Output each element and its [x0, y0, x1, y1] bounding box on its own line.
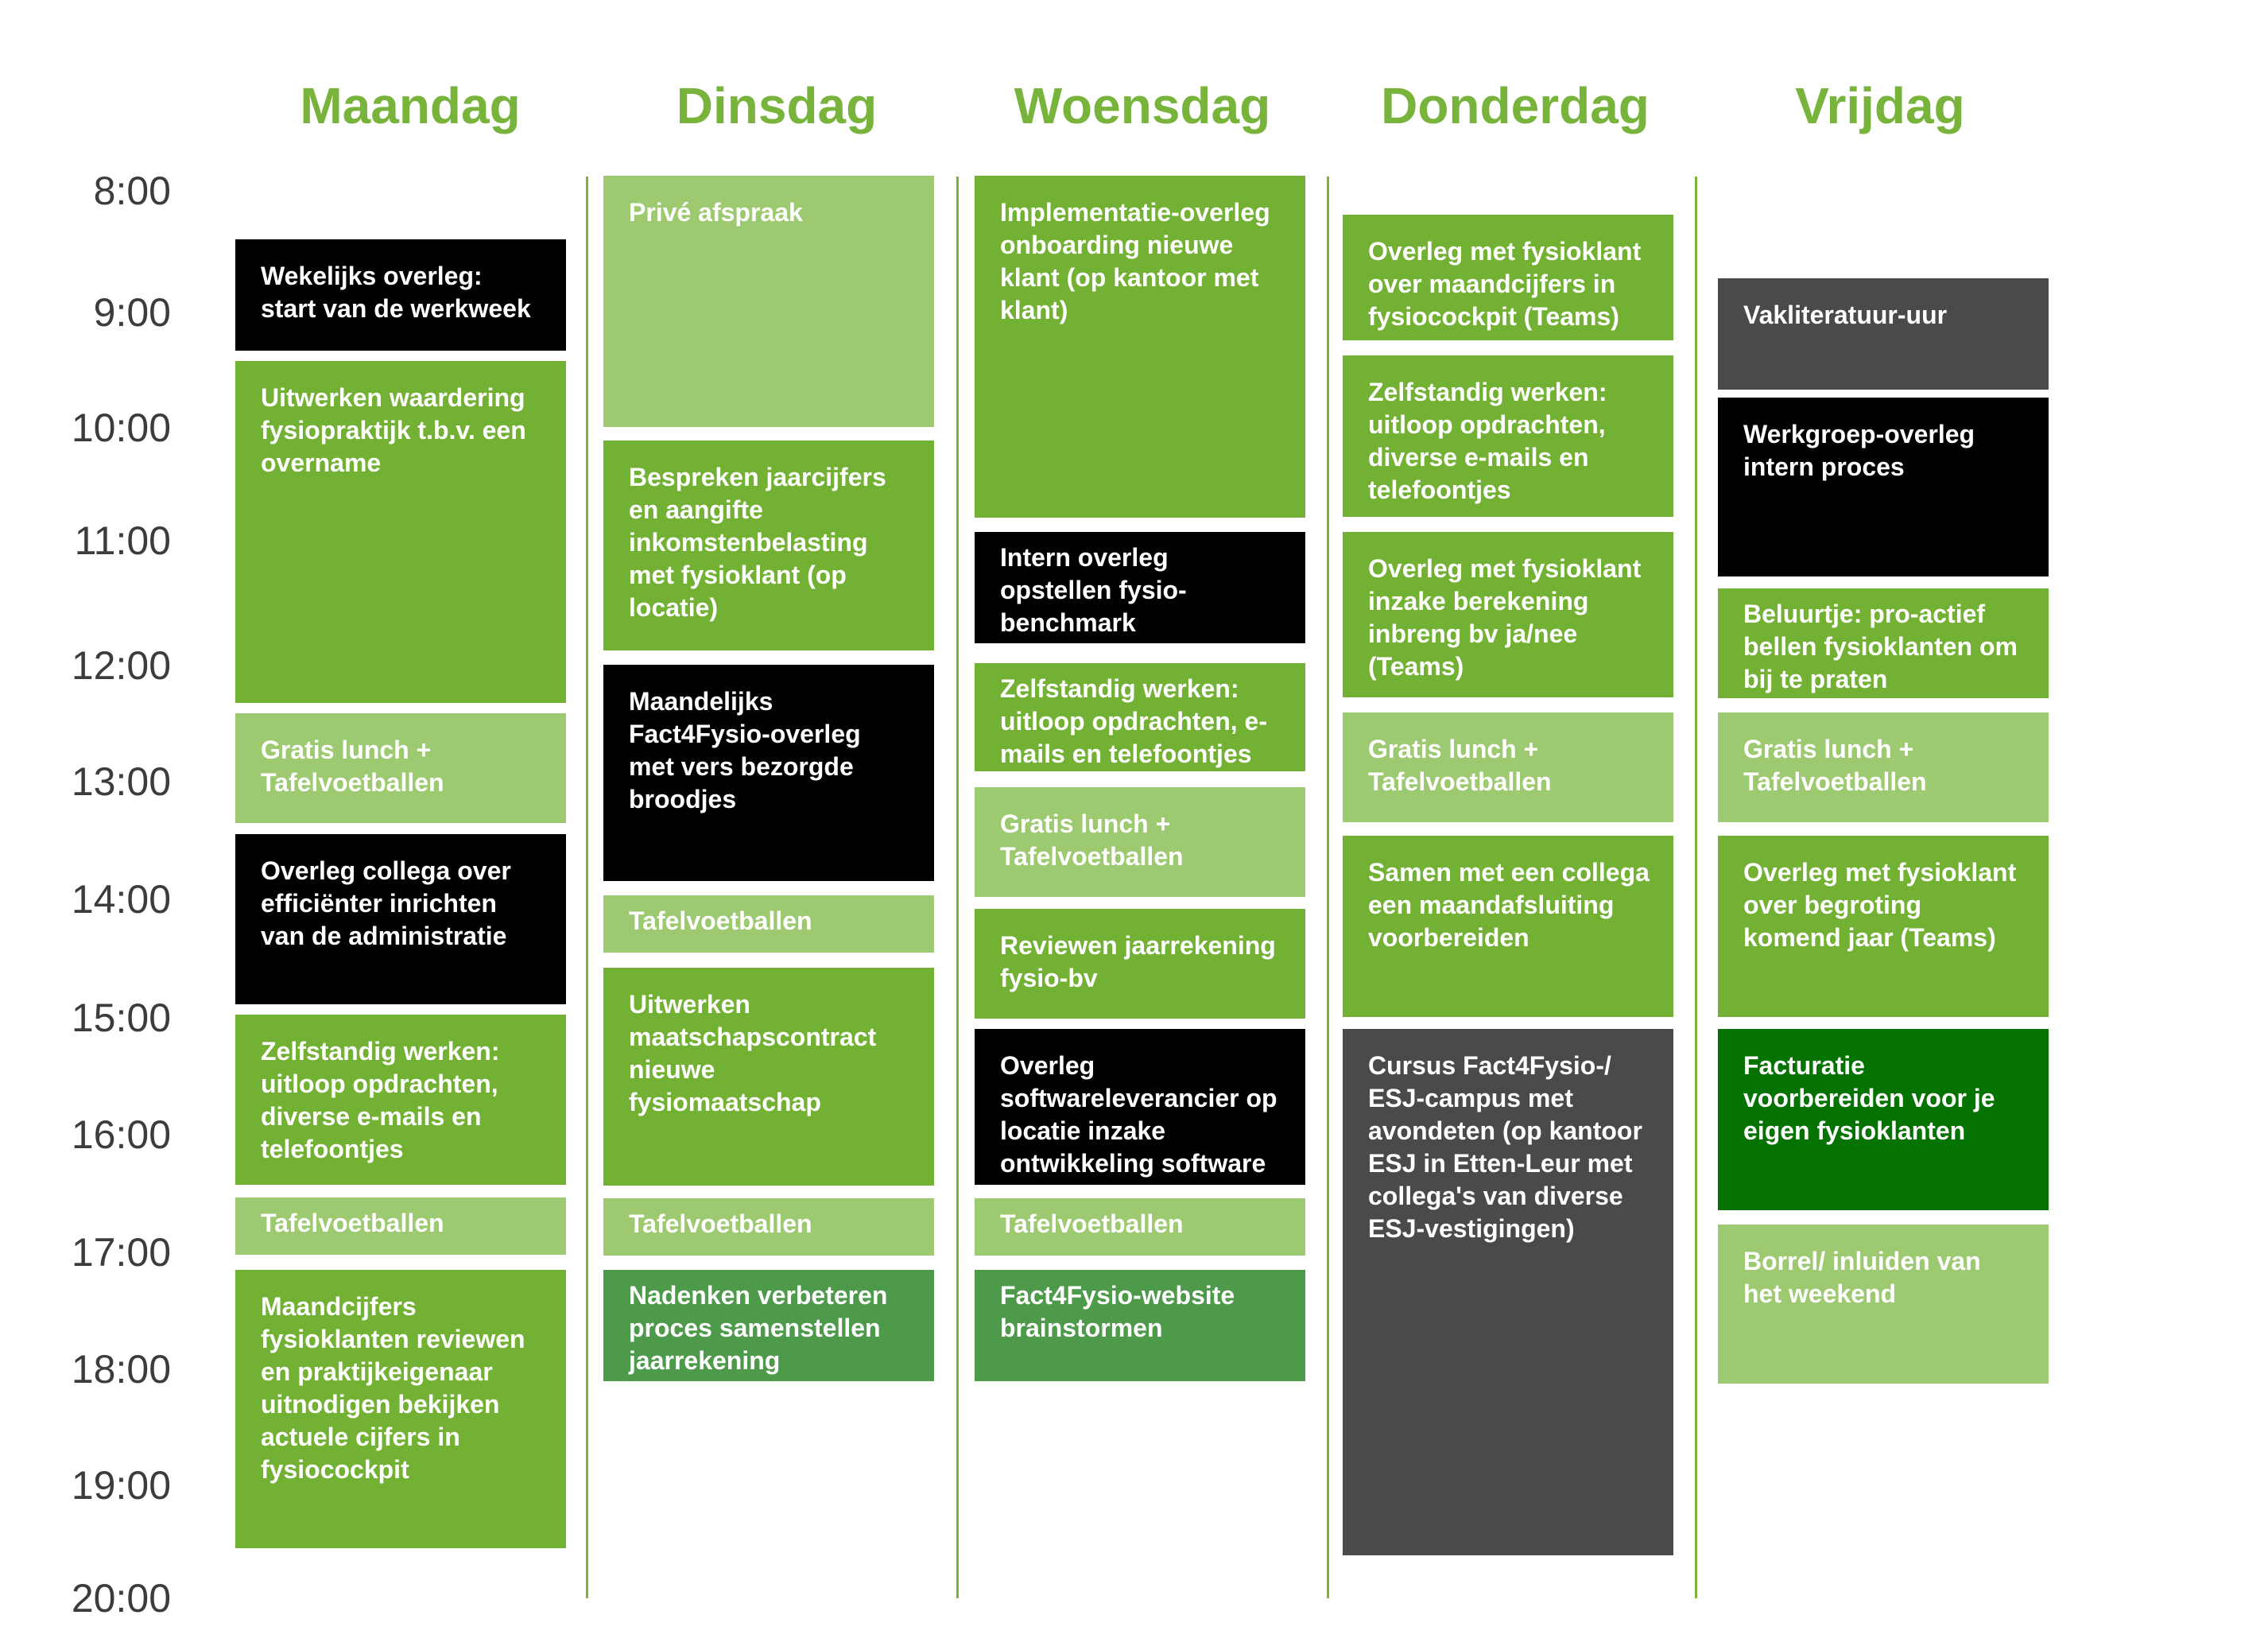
- event-block[interactable]: Zelfstandig werken: uitloop opdrachten, …: [975, 663, 1305, 771]
- event-block[interactable]: Facturatie voorbereiden voor je eigen fy…: [1718, 1029, 2049, 1210]
- time-label: 15:00: [71, 996, 171, 1040]
- event-block[interactable]: Uitwerken waardering fysiopraktijk t.b.v…: [235, 361, 566, 703]
- event-label: Zelfstandig werken: uitloop opdrachten, …: [1368, 378, 1607, 504]
- event-block[interactable]: Nadenken verbeteren proces samenstellen …: [603, 1270, 934, 1381]
- event-label: Uitwerken maatschapscontract nieuwe fysi…: [629, 990, 877, 1116]
- time-label: 13:00: [71, 759, 171, 804]
- event-label: Tafelvoetballen: [629, 1209, 812, 1238]
- event-label: Overleg met fysioklant inzake berekening…: [1368, 554, 1642, 681]
- event-block[interactable]: Overleg met fysioklant inzake berekening…: [1343, 532, 1673, 697]
- event-block[interactable]: Fact4Fysio-website brainstormen: [975, 1270, 1305, 1381]
- event-label: Vakliteratuur-uur: [1743, 301, 1948, 329]
- event-label: Beluurtje: pro-actief bellen fysioklante…: [1743, 600, 2018, 693]
- event-label: Nadenken verbeteren proces samenstellen …: [629, 1281, 888, 1375]
- event-block[interactable]: Tafelvoetballen: [603, 1198, 934, 1256]
- event-label: Gratis lunch + Tafelvoetballen: [1000, 809, 1184, 871]
- column-divider: [586, 177, 588, 1598]
- day-header-vrijdag: Vrijdag: [1795, 77, 1965, 134]
- event-label: Gratis lunch + Tafelvoetballen: [1368, 735, 1552, 796]
- event-label: Facturatie voorbereiden voor je eigen fy…: [1743, 1051, 1995, 1145]
- event-label: Privé afspraak: [629, 198, 803, 227]
- event-block[interactable]: Cursus Fact4Fysio-/ ESJ-campus met avond…: [1343, 1029, 1673, 1555]
- event-block[interactable]: Zelfstandig werken: uitloop opdrachten, …: [1343, 355, 1673, 517]
- time-label: 14:00: [71, 877, 171, 922]
- event-block[interactable]: Maandcijfers fysioklanten reviewen en pr…: [235, 1270, 566, 1548]
- event-block[interactable]: Overleg met fysioklant over maandcijfers…: [1343, 215, 1673, 340]
- event-label: Zelfstandig werken: uitloop opdrachten, …: [1000, 674, 1267, 768]
- event-label: Tafelvoetballen: [629, 906, 812, 935]
- event-label: Maandcijfers fysioklanten reviewen en pr…: [261, 1292, 525, 1484]
- time-label: 20:00: [71, 1576, 171, 1621]
- time-label: 11:00: [74, 518, 171, 563]
- event-label: Maandelijks Fact4Fysio-overleg met vers …: [629, 687, 861, 813]
- event-block[interactable]: Maandelijks Fact4Fysio-overleg met vers …: [603, 665, 934, 881]
- event-label: Overleg met fysioklant over maandcijfers…: [1368, 237, 1642, 331]
- column-divider: [1695, 177, 1697, 1598]
- event-block[interactable]: Borrel/ inluiden van het weekend: [1718, 1225, 2049, 1384]
- event-label: Implementatie-overleg onboarding nieuwe …: [1000, 198, 1270, 324]
- event-block[interactable]: Privé afspraak: [603, 176, 934, 427]
- event-block[interactable]: Tafelvoetballen: [975, 1198, 1305, 1256]
- time-label: 9:00: [93, 290, 171, 335]
- event-label: Wekelijks overleg: start van de werkweek: [261, 262, 531, 323]
- event-block[interactable]: Overleg met fysioklant over begroting ko…: [1718, 836, 2049, 1017]
- event-block[interactable]: Intern overleg opstellen fysio-benchmark: [975, 532, 1305, 643]
- event-label: Intern overleg opstellen fysio-benchmark: [1000, 543, 1187, 637]
- event-block[interactable]: Vakliteratuur-uur: [1718, 278, 2049, 390]
- event-block[interactable]: Bespreken jaarcijfers en aangifte inkoms…: [603, 441, 934, 650]
- event-block[interactable]: Implementatie-overleg onboarding nieuwe …: [975, 176, 1305, 518]
- time-label: 16:00: [71, 1112, 171, 1157]
- column-divider: [1327, 177, 1329, 1598]
- day-header-dinsdag: Dinsdag: [676, 77, 878, 134]
- event-block[interactable]: Werkgroep-overleg intern proces: [1718, 398, 2049, 576]
- event-label: Overleg softwareleverancier op locatie i…: [1000, 1051, 1277, 1178]
- event-block[interactable]: Reviewen jaarrekening fysio-bv: [975, 909, 1305, 1019]
- event-block[interactable]: Overleg softwareleverancier op locatie i…: [975, 1029, 1305, 1185]
- event-label: Borrel/ inluiden van het weekend: [1743, 1247, 1981, 1308]
- event-block[interactable]: Gratis lunch + Tafelvoetballen: [235, 713, 566, 823]
- event-block[interactable]: Overleg collega over efficiënter inricht…: [235, 834, 566, 1004]
- event-block[interactable]: Tafelvoetballen: [603, 895, 934, 953]
- event-block[interactable]: Gratis lunch + Tafelvoetballen: [1343, 712, 1673, 822]
- event-label: Gratis lunch + Tafelvoetballen: [261, 736, 444, 797]
- event-label: Bespreken jaarcijfers en aangifte inkoms…: [629, 463, 886, 622]
- time-label: 10:00: [71, 406, 171, 450]
- event-label: Reviewen jaarrekening fysio-bv: [1000, 931, 1276, 992]
- time-label: 12:00: [71, 643, 171, 688]
- event-label: Tafelvoetballen: [1000, 1209, 1184, 1238]
- event-block[interactable]: Tafelvoetballen: [235, 1198, 566, 1255]
- event-block[interactable]: Gratis lunch + Tafelvoetballen: [1718, 712, 2049, 822]
- event-label: Zelfstandig werken: uitloop opdrachten, …: [261, 1037, 500, 1163]
- time-label: 18:00: [71, 1347, 171, 1392]
- event-block[interactable]: Wekelijks overleg: start van de werkweek: [235, 239, 566, 351]
- event-label: Cursus Fact4Fysio-/ ESJ-campus met avond…: [1368, 1051, 1642, 1243]
- event-block[interactable]: Beluurtje: pro-actief bellen fysioklante…: [1718, 588, 2049, 698]
- event-label: Werkgroep-overleg intern proces: [1743, 420, 1975, 481]
- time-label: 8:00: [93, 169, 171, 213]
- event-block[interactable]: Uitwerken maatschapscontract nieuwe fysi…: [603, 968, 934, 1186]
- event-block[interactable]: Gratis lunch + Tafelvoetballen: [975, 787, 1305, 897]
- event-label: Samen met een collega een maandafsluitin…: [1368, 858, 1650, 952]
- event-label: Gratis lunch + Tafelvoetballen: [1743, 735, 1927, 796]
- event-label: Tafelvoetballen: [261, 1209, 444, 1237]
- event-label: Overleg collega over efficiënter inricht…: [261, 856, 511, 950]
- time-label: 17:00: [71, 1230, 171, 1275]
- day-header-donderdag: Donderdag: [1381, 77, 1650, 134]
- column-divider: [956, 177, 959, 1598]
- event-label: Uitwerken waardering fysiopraktijk t.b.v…: [261, 383, 526, 477]
- event-block[interactable]: Zelfstandig werken: uitloop opdrachten, …: [235, 1015, 566, 1185]
- time-label: 19:00: [71, 1463, 171, 1508]
- event-label: Fact4Fysio-website brainstormen: [1000, 1281, 1235, 1342]
- event-label: Overleg met fysioklant over begroting ko…: [1743, 858, 2017, 952]
- day-header-maandag: Maandag: [300, 77, 521, 134]
- day-header-woensdag: Woensdag: [1014, 77, 1271, 134]
- event-block[interactable]: Samen met een collega een maandafsluitin…: [1343, 836, 1673, 1017]
